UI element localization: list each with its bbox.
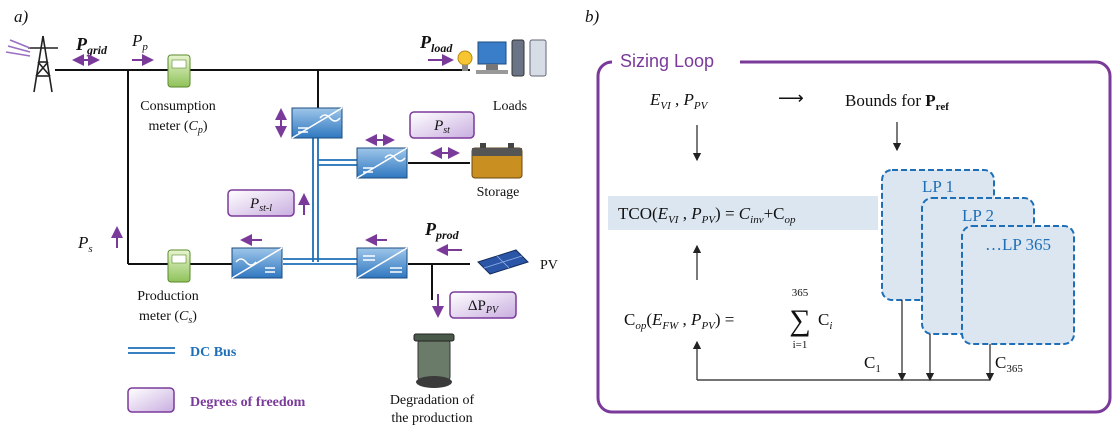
consumption-meter-icon [167, 54, 191, 88]
consumption-meter-label: Consumption [140, 99, 215, 114]
loads-label: Loads [493, 99, 527, 114]
svg-text:LP 1: LP 1 [922, 177, 954, 196]
p-grid-label: Pgrid [72, 34, 108, 66]
tco-formula: TCO(EVI , PPV) = Cinv+Cop [618, 204, 796, 226]
storage-label: Storage [477, 185, 520, 200]
sum-sign: ∑ [789, 304, 810, 337]
sum-lower-limit: i=1 [793, 339, 808, 351]
p-p-label: Pp [131, 31, 154, 66]
svg-text:LP 2: LP 2 [962, 206, 994, 225]
svg-text:DC Bus: DC Bus [190, 345, 237, 360]
svg-text:Pst: Pst [433, 118, 450, 136]
panel-b: b) Sizing Loop EVI , PPV ⟶ Bounds for Pr… [585, 7, 1112, 414]
production-meter-label: Production [137, 289, 198, 304]
p-st-box: Pst [409, 111, 475, 139]
svg-text:ΔPPV: ΔPPV [468, 298, 500, 316]
consumption-meter-sublabel: meter (Cp) [148, 119, 207, 136]
cop-formula: Cop(EFW , PPV) = [624, 310, 734, 332]
p-prod-label: Pprod [424, 219, 460, 242]
sizing-loop-title-bg [612, 46, 740, 72]
production-meter-icon [167, 249, 191, 283]
svg-text:Pp: Pp [131, 31, 148, 53]
panel-a-label: a) [14, 7, 29, 26]
svg-text:Degrees of freedom: Degrees of freedom [190, 395, 306, 410]
pv-panel-icon [477, 249, 529, 275]
loads-icon [457, 39, 547, 77]
legend-dc-bus: DC Bus [128, 345, 237, 360]
degradation-label-line2: the production [391, 411, 472, 426]
bounds-label: Bounds for Pref [845, 91, 949, 113]
tco-box [608, 196, 878, 230]
legend-degrees-of-freedom: Degrees of freedom [127, 387, 306, 413]
sizing-loop-frame [596, 60, 1112, 414]
svg-text:Pload: Pload [419, 32, 453, 55]
dc-bus [283, 138, 357, 265]
inverter-icon [231, 247, 283, 279]
battery-icon [471, 143, 523, 179]
inputs-arrow: ⟶ [778, 88, 804, 108]
trash-bin-icon [413, 333, 455, 388]
p-s-label: Ps [77, 233, 93, 255]
storage-converter-icon [356, 147, 408, 179]
c365-label: C365 [995, 353, 1023, 375]
top-converter-icon [291, 107, 343, 139]
svg-text:…LP 365: …LP 365 [985, 235, 1051, 254]
p-st-l-box: Pst-l [227, 189, 295, 217]
sum-upper-limit: 365 [792, 287, 809, 299]
p-load-label: Pload [419, 32, 454, 66]
svg-text:Pgrid: Pgrid [75, 34, 108, 57]
sum-term: Ci [818, 310, 832, 332]
pv-label: PV [540, 258, 558, 273]
inputs-label: EVI , PPV [649, 90, 709, 112]
c1-label: C1 [864, 353, 881, 375]
feedback-lines [692, 300, 995, 382]
degradation-label-line1: Degradation of [390, 393, 475, 408]
production-meter-sublabel: meter (Cs) [139, 309, 197, 326]
svg-text:Pst-l: Pst-l [249, 196, 272, 214]
panel-b-label: b) [585, 7, 600, 26]
delta-ppv-box: ΔPPV [449, 291, 517, 319]
sizing-loop-title: Sizing Loop [620, 51, 714, 71]
lp-box-365: …LP 365 [961, 225, 1075, 345]
grid-pylon-icon [5, 35, 58, 93]
pv-converter-icon [356, 247, 408, 279]
panel-a: a) Pgrid [5, 7, 558, 426]
